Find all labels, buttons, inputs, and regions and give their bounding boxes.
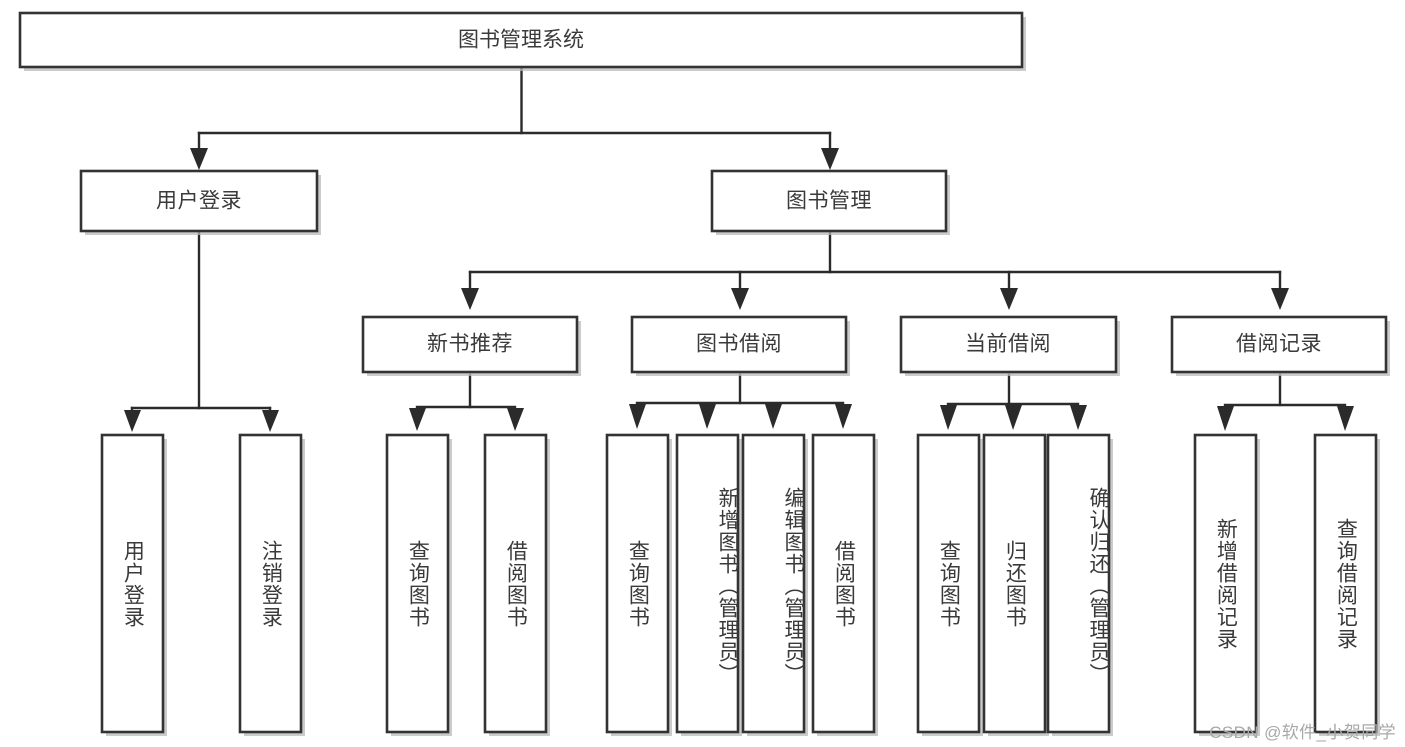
leaf-node-record-query[interactable] — [1313, 433, 1380, 736]
leaf-node-current-return[interactable] — [982, 433, 1049, 736]
arrowhead-book-borrow — [731, 288, 749, 310]
node-book-borrow[interactable]: 图书借阅 — [630, 315, 850, 376]
leaf-new-book-borrow-rect[interactable] — [483, 433, 548, 734]
arrowhead-user-login — [190, 148, 208, 170]
arrowhead-new-book-leaf-2 — [507, 408, 524, 431]
node-new-book-recommend[interactable]: 新书推荐 — [361, 315, 581, 376]
leaf-node-borrow-query[interactable] — [605, 433, 672, 736]
arrowhead-book-borrow-leaf-1 — [629, 404, 646, 429]
node-book-management[interactable]: 图书管理 — [710, 169, 950, 235]
leaf-node-borrow-edit-book[interactable] — [741, 433, 808, 736]
leaf-borrow-edit-book-rect[interactable] — [741, 433, 806, 734]
node-borrow-record-rect[interactable] — [1170, 315, 1388, 374]
leaf-node-user-login-login[interactable] — [100, 433, 167, 736]
node-book-management-label: 图书管理 — [786, 190, 872, 213]
arrowhead-book-borrow-leaf-4 — [835, 404, 852, 429]
leaf-current-query-rect[interactable] — [916, 433, 981, 734]
leaf-borrow-borrow-book-rect[interactable] — [811, 433, 876, 734]
leaf-borrow-add-book-rect[interactable] — [675, 433, 740, 734]
arrowhead-leaf-user-login-1 — [124, 410, 141, 432]
arrowhead-leaf-user-login-2 — [262, 410, 279, 432]
node-user-login-rect[interactable] — [79, 169, 319, 233]
arrowhead-book-mgmt — [821, 148, 839, 170]
arrowhead-borrow-record-leaf-2 — [1337, 406, 1354, 431]
arrowhead-current-borrow-leaf-3 — [1070, 405, 1087, 430]
leaf-node-record-add[interactable] — [1193, 433, 1260, 736]
node-root-rect[interactable] — [18, 11, 1024, 69]
leaf-node-user-login-logout[interactable] — [238, 433, 305, 736]
leaf-node-borrow-borrow-book[interactable] — [811, 433, 878, 736]
leaf-node-borrow-add-book[interactable] — [675, 433, 742, 736]
leaf-current-return-rect[interactable] — [982, 433, 1047, 734]
arrowhead-current-borrow-leaf-1 — [940, 405, 957, 430]
arrowhead-new-book — [461, 288, 479, 310]
node-new-book-recommend-label: 新书推荐 — [427, 333, 513, 356]
node-book-borrow-rect[interactable] — [630, 315, 848, 374]
arrowhead-book-borrow-leaf-3 — [765, 404, 782, 429]
node-current-borrow-label: 当前借阅 — [965, 333, 1051, 356]
connector-group — [124, 65, 1354, 432]
leaf-record-add-rect[interactable] — [1193, 433, 1258, 734]
leaf-node-new-book-query[interactable] — [385, 433, 452, 736]
leaf-user-login-logout-rect[interactable] — [238, 433, 303, 734]
arrowhead-current-borrow — [1000, 288, 1018, 310]
arrowhead-borrow-record-leaf-1 — [1217, 406, 1234, 431]
arrowhead-book-borrow-leaf-2 — [699, 404, 716, 429]
leaf-new-book-query-rect[interactable] — [385, 433, 450, 734]
arrowhead-current-borrow-leaf-2 — [1005, 405, 1022, 430]
node-root-label: 图书管理系统 — [458, 29, 584, 52]
node-current-borrow[interactable]: 当前借阅 — [899, 315, 1120, 376]
watermark-text: CSDN @软件_小贺同学 — [1209, 723, 1396, 742]
leaf-current-confirm-return-rect[interactable] — [1046, 433, 1111, 734]
node-user-login[interactable]: 用户登录 — [79, 169, 321, 235]
node-new-book-recommend-rect[interactable] — [361, 315, 579, 374]
leaf-borrow-query-rect[interactable] — [605, 433, 670, 734]
node-root[interactable]: 图书管理系统 — [18, 11, 1026, 71]
leaf-node-current-confirm-return[interactable] — [1046, 433, 1113, 736]
leaf-user-login-login-rect[interactable] — [100, 433, 165, 734]
leaf-record-query-rect[interactable] — [1313, 433, 1378, 734]
node-borrow-record-label: 借阅记录 — [1236, 333, 1322, 356]
node-user-login-label: 用户登录 — [156, 190, 242, 213]
node-borrow-record[interactable]: 借阅记录 — [1170, 315, 1390, 376]
arrowhead-borrow-record — [1271, 288, 1289, 310]
node-book-borrow-label: 图书借阅 — [696, 333, 782, 356]
leaf-node-current-query[interactable] — [916, 433, 983, 736]
node-current-borrow-rect[interactable] — [899, 315, 1118, 374]
node-book-management-rect[interactable] — [710, 169, 948, 233]
arrowhead-new-book-leaf-1 — [409, 408, 426, 431]
leaf-node-new-book-borrow[interactable] — [483, 433, 550, 736]
